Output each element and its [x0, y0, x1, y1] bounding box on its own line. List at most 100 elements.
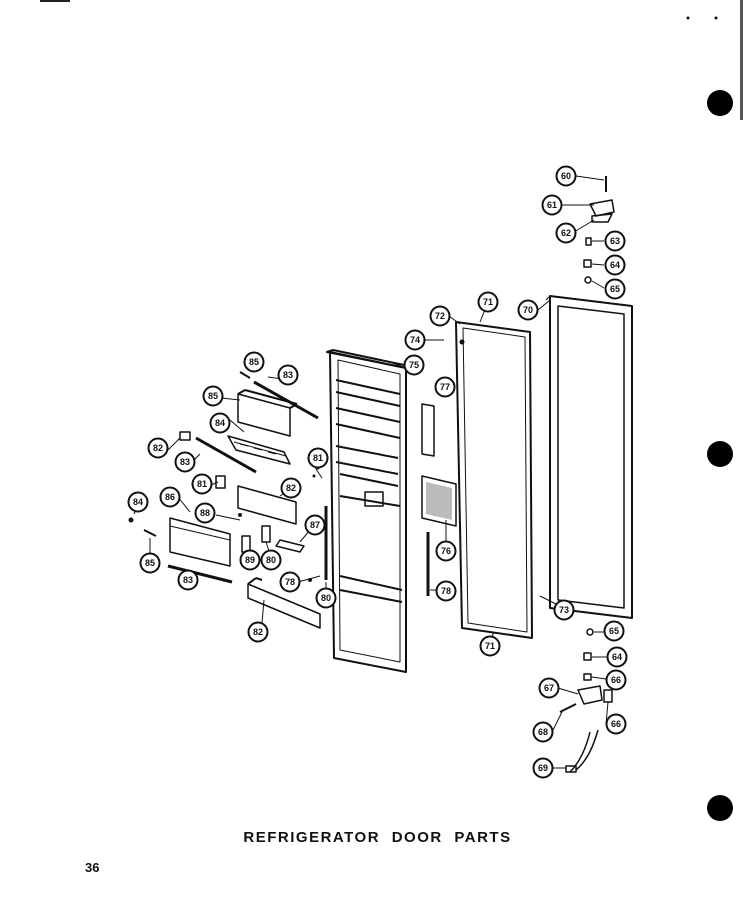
callout-label: 80	[321, 593, 331, 603]
binder-holes	[707, 90, 733, 821]
callout-circle	[404, 329, 426, 351]
callout-circle	[604, 254, 626, 276]
part-callout: 76	[435, 540, 457, 562]
callout-circle	[435, 580, 457, 602]
insulation-pad	[421, 475, 457, 527]
dispenser-strip	[421, 403, 435, 457]
callout-circle	[279, 571, 301, 593]
shelf-grille	[227, 435, 291, 465]
callout-label: 83	[283, 370, 293, 380]
part-callout: 62	[555, 222, 577, 244]
part-callout: 67	[538, 677, 560, 699]
callout-label: 87	[310, 520, 320, 530]
callout-label: 81	[313, 453, 323, 463]
callout-label: 70	[523, 305, 533, 315]
part-callout: 68	[532, 721, 554, 743]
part-callout: 71	[477, 291, 499, 313]
callout-circle	[147, 437, 169, 459]
shelf-rail	[167, 564, 233, 584]
callout-circle	[604, 230, 626, 252]
callout-circle	[139, 552, 161, 574]
binder-hole	[707, 441, 733, 467]
callout-circle	[304, 514, 326, 536]
part-callout: 64	[606, 646, 628, 668]
callout-circle	[606, 646, 628, 668]
part-callout: 65	[603, 620, 625, 642]
part-callout: 72	[429, 305, 451, 327]
callout-label: 68	[538, 727, 548, 737]
callout-label: 85	[208, 391, 218, 401]
callout-label: 88	[200, 508, 210, 518]
part-callout: 82	[280, 477, 302, 499]
bottom-shelf-bar	[247, 577, 321, 629]
part-callout: 78	[279, 571, 301, 593]
callout-circle	[434, 376, 456, 398]
part-callout: 83	[174, 451, 196, 473]
diagram-caption: REFRIGERATOR DOOR PARTS	[243, 829, 512, 846]
callout-circle	[532, 757, 554, 779]
top-hinge-assembly	[583, 176, 615, 284]
shelf-rail	[253, 380, 319, 420]
part-callout: 69	[532, 757, 554, 779]
part-callout: 80	[315, 587, 337, 609]
callout-circle	[477, 291, 499, 313]
part-callout: 63	[604, 230, 626, 252]
callout-circle	[532, 721, 554, 743]
callout-circle	[202, 385, 224, 407]
part-callout: 84	[127, 491, 149, 513]
part-callout: 89	[239, 549, 261, 571]
part-callout: 85	[202, 385, 224, 407]
callout-label: 85	[249, 357, 259, 367]
callout-circle	[605, 669, 627, 691]
callout-label: 76	[441, 546, 451, 556]
callout-label: 89	[245, 555, 255, 565]
callout-label: 63	[610, 236, 620, 246]
binder-hole	[707, 90, 733, 116]
callout-label: 80	[266, 555, 276, 565]
callout-circle	[177, 569, 199, 591]
callout-circle	[479, 635, 501, 657]
part-callout: 70	[517, 299, 539, 321]
callout-circle	[538, 677, 560, 699]
callout-label: 75	[409, 360, 419, 370]
part-callout: 86	[159, 486, 181, 508]
callout-circle	[517, 299, 539, 321]
callout-label: 78	[441, 586, 451, 596]
callout-label: 82	[253, 627, 263, 637]
callout-circle	[555, 222, 577, 244]
door-shelf-upper	[237, 389, 298, 437]
small-rod	[239, 371, 251, 379]
callout-label: 66	[611, 719, 621, 729]
callout-label: 84	[133, 497, 143, 507]
callout-circle	[243, 351, 265, 373]
callout-circle	[605, 713, 627, 735]
callout-circle	[603, 620, 625, 642]
part-callout: 65	[604, 278, 626, 300]
part-callout: 83	[177, 569, 199, 591]
part-callout: 83	[277, 364, 299, 386]
callout-circle	[174, 451, 196, 473]
callout-circle	[260, 549, 282, 571]
callout-circle	[247, 621, 269, 643]
leader-lines	[133, 175, 609, 769]
callout-label: 66	[611, 675, 621, 685]
part-callout: 78	[435, 580, 457, 602]
callout-label: 82	[153, 443, 163, 453]
callout-label: 83	[183, 575, 193, 585]
shelf-clip	[179, 431, 191, 441]
part-callout: 61	[541, 194, 563, 216]
part-callout: 87	[304, 514, 326, 536]
callout-label: 60	[561, 171, 571, 181]
part-callout: 71	[479, 635, 501, 657]
small-rod	[143, 529, 157, 537]
callout-circle	[307, 447, 329, 469]
callout-label: 61	[547, 200, 557, 210]
bottom-hinge-assembly	[559, 628, 613, 773]
part-callout: 74	[404, 329, 426, 351]
shelf-rail	[195, 436, 257, 474]
callout-circle	[239, 549, 261, 571]
part-callout: 75	[403, 354, 425, 376]
callout-label: 82	[286, 483, 296, 493]
part-callout: 85	[243, 351, 265, 373]
